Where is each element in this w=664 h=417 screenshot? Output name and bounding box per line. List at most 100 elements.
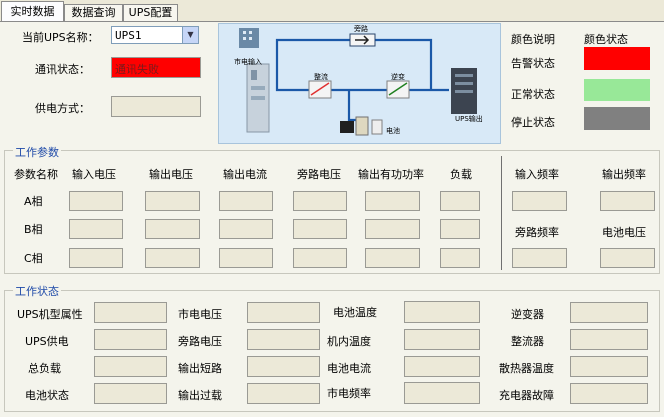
supply-mode-label: 供电方式： <box>35 102 90 115</box>
output-frequency-value <box>600 191 655 211</box>
ups-name-select[interactable]: UPS1 ▼ <box>111 26 199 44</box>
diagram-bypass-label: 旁路 <box>354 25 368 33</box>
status-heatsink-temp-value <box>570 356 648 377</box>
value-c-load <box>440 248 480 268</box>
status-mains-frequency-label: 市电频率 <box>327 387 371 400</box>
bypass-frequency-label: 旁路频率 <box>515 226 559 239</box>
battery-voltage-value <box>600 248 655 268</box>
status-ups-supply-value <box>94 329 167 350</box>
status-rectifier-label: 整流器 <box>511 335 544 348</box>
col-output-voltage: 输出电压 <box>149 168 193 181</box>
value-a-load <box>440 191 480 211</box>
value-c-output-current <box>219 248 273 268</box>
comm-status-label: 通讯状态： <box>35 63 90 76</box>
status-battery-temp-label: 电池温度 <box>333 306 377 319</box>
input-frequency-value <box>512 191 567 211</box>
status-ups-model-value <box>94 302 167 323</box>
work-status-group <box>4 290 660 412</box>
work-status-title: 工作状态 <box>13 283 61 299</box>
value-b-bypass-voltage <box>293 219 347 239</box>
chevron-down-icon[interactable]: ▼ <box>182 27 198 43</box>
value-b-output-current <box>219 219 273 239</box>
status-charger-fault-value <box>570 383 648 404</box>
legend-normal-label: 正常状态 <box>511 88 555 101</box>
legend-stopped-label: 停止状态 <box>511 116 555 129</box>
diagram-inverter-label: 逆变 <box>391 73 405 81</box>
comm-status-value: 通讯失败 <box>111 57 201 78</box>
status-output-short-value <box>247 356 320 377</box>
rectifier-icon <box>308 80 332 99</box>
status-output-short-label: 输出短路 <box>178 362 222 375</box>
status-ups-model-label: UPS机型属性 <box>17 308 83 321</box>
status-mains-voltage-label: 市电电压 <box>178 308 222 321</box>
status-bypass-voltage-label: 旁路电压 <box>178 335 222 348</box>
phase-b-label: B相 <box>24 223 43 236</box>
legend-title-status: 颜色状态 <box>584 33 628 46</box>
diagram-rectifier-label: 整流 <box>314 73 328 81</box>
ups-name-label: 当前UPS名称： <box>22 31 99 44</box>
output-frequency-label: 输出频率 <box>602 168 646 181</box>
battery-icon <box>340 116 383 136</box>
status-heatsink-temp-label: 散热器温度 <box>499 362 554 375</box>
col-output-active-power: 输出有功功率 <box>358 168 424 181</box>
status-output-overload-value <box>247 383 320 404</box>
status-inverter-label: 逆变器 <box>511 308 544 321</box>
legend-title-desc: 颜色说明 <box>511 33 555 46</box>
status-battery-state-value <box>94 383 167 404</box>
legend-stopped-swatch <box>584 107 650 130</box>
status-ups-supply-label: UPS供电 <box>25 335 69 348</box>
comm-status-text: 通讯失败 <box>115 63 159 76</box>
ups-flow-diagram: 旁路 市电输入 整流 逆变 电池 UPS输出 <box>218 23 501 144</box>
status-total-load-value <box>94 356 167 377</box>
diagram-mains-label: 市电输入 <box>234 58 262 66</box>
ups-name-value: UPS1 <box>115 29 142 42</box>
col-output-current: 输出电流 <box>223 168 267 181</box>
status-mains-voltage-value <box>247 302 320 323</box>
status-rectifier-value <box>570 329 648 350</box>
inverter-icon <box>386 80 410 99</box>
tab-ups-config[interactable]: UPS配置 <box>123 4 178 21</box>
col-load: 负载 <box>450 168 472 181</box>
ups-output-server-icon <box>451 68 477 114</box>
supply-mode-field <box>111 96 201 117</box>
value-b-load <box>440 219 480 239</box>
status-internal-temp-label: 机内温度 <box>327 335 371 348</box>
tab-data-query[interactable]: 数据查询 <box>64 4 123 21</box>
bypass-frequency-value <box>512 248 567 268</box>
status-inverter-value <box>570 302 648 323</box>
value-b-output-voltage <box>145 219 200 239</box>
work-params-group <box>4 150 660 274</box>
battery-voltage-label: 电池电压 <box>602 226 646 239</box>
col-input-voltage: 输入电压 <box>72 168 116 181</box>
legend-alarm-swatch <box>584 47 650 70</box>
bypass-switch-icon <box>349 33 376 47</box>
status-battery-state-label: 电池状态 <box>25 389 69 402</box>
value-a-input-voltage <box>69 191 123 211</box>
tab-realtime-data[interactable]: 实时数据 <box>1 1 64 22</box>
params-divider <box>501 156 502 270</box>
diagram-battery-label: 电池 <box>386 127 400 135</box>
legend-alarm-label: 告警状态 <box>511 57 555 70</box>
status-internal-temp-value <box>404 329 480 350</box>
value-a-output-active-power <box>365 191 420 211</box>
status-output-overload-label: 输出过载 <box>178 389 222 402</box>
tab-bar: 实时数据 数据查询 UPS配置 <box>0 0 664 22</box>
input-frequency-label: 输入频率 <box>515 168 559 181</box>
value-c-bypass-voltage <box>293 248 347 268</box>
status-battery-current-value <box>404 356 480 377</box>
value-b-input-voltage <box>69 219 123 239</box>
value-b-output-active-power <box>365 219 420 239</box>
mains-building-icon <box>239 28 259 48</box>
legend-normal-swatch <box>584 79 650 101</box>
status-battery-temp-value <box>404 301 480 323</box>
status-battery-current-label: 电池电流 <box>327 362 371 375</box>
status-mains-frequency-value <box>404 382 480 404</box>
col-bypass-voltage: 旁路电压 <box>297 168 341 181</box>
work-params-title: 工作参数 <box>13 144 61 160</box>
value-a-output-current <box>219 191 273 211</box>
diagram-ups-output-label: UPS输出 <box>455 115 483 123</box>
power-cabinet-icon <box>246 63 270 133</box>
value-c-output-active-power <box>365 248 420 268</box>
param-name-label: 参数名称 <box>14 168 58 181</box>
value-c-output-voltage <box>145 248 200 268</box>
